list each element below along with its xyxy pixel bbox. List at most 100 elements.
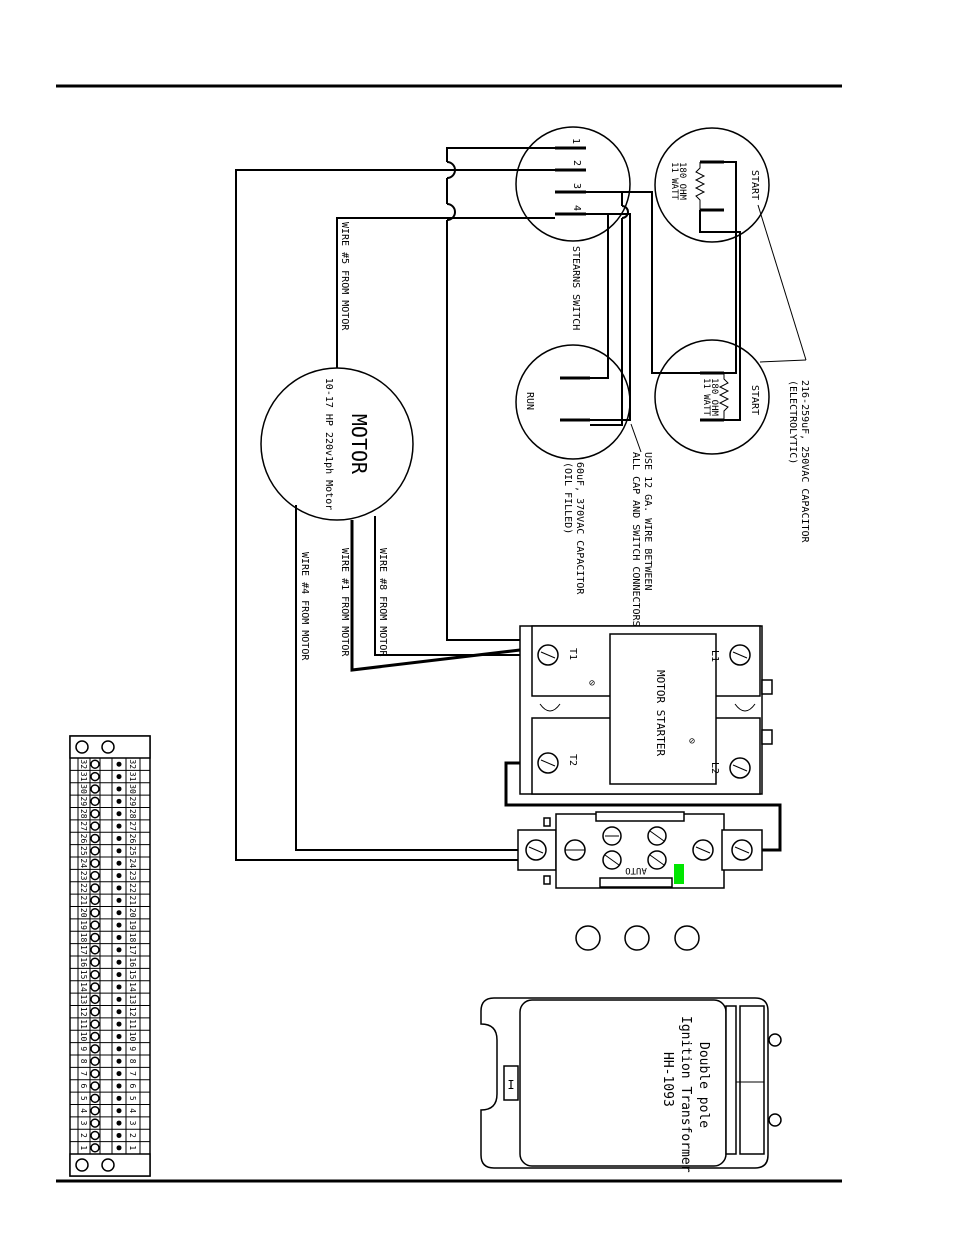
terminal-number: 26 xyxy=(128,834,137,844)
terminal-number: 20 xyxy=(128,908,137,918)
terminal-screw xyxy=(90,945,100,955)
terminal-number: 9 xyxy=(79,1046,88,1051)
start-cap-spec: 216-259uF, 250VAC CAPACITOR xyxy=(799,380,810,544)
terminal-number: 14 xyxy=(79,982,88,992)
terminal-number: 32 xyxy=(79,759,88,769)
terminal-dot xyxy=(116,835,122,841)
terminal-number: 24 xyxy=(128,858,137,868)
terminal-number: 22 xyxy=(128,883,137,893)
terminal-number: 6 xyxy=(79,1084,88,1089)
terminal-screw xyxy=(90,1056,100,1066)
transformer-line2: Ignition Transformer xyxy=(678,1016,693,1173)
terminal-number: 23 xyxy=(128,871,137,881)
terminal-screw xyxy=(90,1130,100,1141)
terminal-number: 7 xyxy=(128,1071,137,1076)
terminal-screw xyxy=(90,957,100,967)
terminal-dot xyxy=(116,1095,122,1101)
terminal-number: 21 xyxy=(79,895,88,905)
terminal-dot xyxy=(116,972,122,978)
terminal-dot xyxy=(116,761,122,767)
terminal-screw xyxy=(90,920,100,930)
terminal-number: 4 xyxy=(128,1108,137,1113)
terminal-screw xyxy=(90,1019,100,1029)
terminal-number: 11 xyxy=(128,1019,137,1029)
terminal-number: 18 xyxy=(79,933,88,943)
wire-note-line1: USE 12 GA. WIRE BETWEEN xyxy=(642,452,653,590)
switch-terminal-1: 1 xyxy=(570,138,581,144)
terminal-screw xyxy=(90,808,100,819)
wire1-label: WIRE #1 FROM MOTOR xyxy=(339,548,350,657)
terminal-number: 16 xyxy=(128,957,137,967)
terminal-dot xyxy=(116,1021,122,1027)
terminal-number: 26 xyxy=(79,834,88,844)
terminal-number: 21 xyxy=(128,895,137,905)
terminal-number: 18 xyxy=(128,933,137,943)
terminal-dot xyxy=(116,1033,122,1039)
terminal-number: 7 xyxy=(79,1071,88,1076)
terminal-dot xyxy=(116,1071,122,1077)
motor: MOTOR 10-17 HP 220v1ph Motor xyxy=(260,367,414,521)
capacitor-notes: 216-259uF, 250VAC CAPACITOR (ELECTROLYTI… xyxy=(562,204,810,627)
terminal-number: 30 xyxy=(128,784,137,794)
terminal-number: 16 xyxy=(79,957,88,967)
switch-terminal-3: 3 xyxy=(571,183,582,189)
wire-note-line2: ALL CAP AND SWITCH CONNECTORS xyxy=(630,452,641,627)
ignition-transformer: I Double pole Ignition Transformer HH-10… xyxy=(480,997,782,1173)
run-capacitor: RUN xyxy=(515,344,631,460)
wire8-label: WIRE #8 FROM MOTOR xyxy=(377,548,388,657)
start-capacitor-top: 180 OHM 11 WATT START xyxy=(654,127,770,243)
terminal-number: 11 xyxy=(79,1019,88,1029)
terminal-dot xyxy=(116,922,122,928)
motor-starter: MOTOR STARTER T1 T2 L1 L2 ⊘ ⊘ xyxy=(519,625,773,795)
start-capacitor-bottom: 180 OHM 11 WATT START xyxy=(654,339,770,455)
terminal-number: 30 xyxy=(79,784,88,794)
terminal-number: 5 xyxy=(79,1096,88,1101)
terminal-number: 27 xyxy=(128,821,137,831)
terminal-dot xyxy=(116,1145,122,1151)
terminal-number: 1 xyxy=(79,1145,88,1150)
terminal-number: 20 xyxy=(79,908,88,918)
terminal-screw xyxy=(90,969,100,980)
terminal-screw xyxy=(90,982,100,992)
terminal-screw xyxy=(90,883,100,893)
motor-starter-title: MOTOR STARTER xyxy=(654,670,667,756)
terminal-screw xyxy=(90,1031,100,1042)
terminal-screw xyxy=(90,1081,100,1091)
terminal-dot xyxy=(116,811,122,817)
terminal-dot xyxy=(116,1046,122,1052)
terminal-number: 27 xyxy=(79,821,88,831)
wiring xyxy=(235,147,782,861)
transformer-line1: Double pole xyxy=(696,1042,711,1128)
terminal-number: 4 xyxy=(79,1108,88,1113)
motor-subtitle: 10-17 HP 220v1ph Motor xyxy=(323,378,334,510)
t2-label: T2 xyxy=(567,754,578,766)
terminal-screw xyxy=(90,1006,100,1017)
indicator-circle-3 xyxy=(674,925,700,951)
terminal-screw xyxy=(90,1093,100,1104)
terminal-dot xyxy=(116,910,122,916)
svg-text:⊘: ⊘ xyxy=(589,678,595,689)
terminal-number: 6 xyxy=(128,1084,137,1089)
terminal-screw xyxy=(90,907,100,918)
svg-text:⊘: ⊘ xyxy=(689,736,695,747)
terminal-number: 5 xyxy=(128,1096,137,1101)
terminal-dot xyxy=(116,996,122,1002)
terminal-number: 23 xyxy=(79,871,88,881)
auto-label: AUTO xyxy=(625,865,647,875)
terminal-screw xyxy=(90,994,100,1005)
stearns-label: STEARNS SWITCH xyxy=(570,246,581,330)
terminal-screw xyxy=(90,858,100,868)
indicator-circle-1 xyxy=(575,925,601,951)
terminal-number: 13 xyxy=(79,994,88,1004)
terminal-number: 25 xyxy=(79,846,88,856)
terminal-number: 19 xyxy=(128,920,137,930)
terminal-number: 10 xyxy=(128,1032,137,1042)
resistor-watt-top: 11 WATT xyxy=(669,162,679,201)
terminal-screw xyxy=(90,833,100,844)
l2-label: L2 xyxy=(709,762,720,774)
terminal-number: 2 xyxy=(79,1133,88,1138)
terminal-dot xyxy=(116,934,122,940)
overload-relay: AUTO xyxy=(517,811,763,889)
